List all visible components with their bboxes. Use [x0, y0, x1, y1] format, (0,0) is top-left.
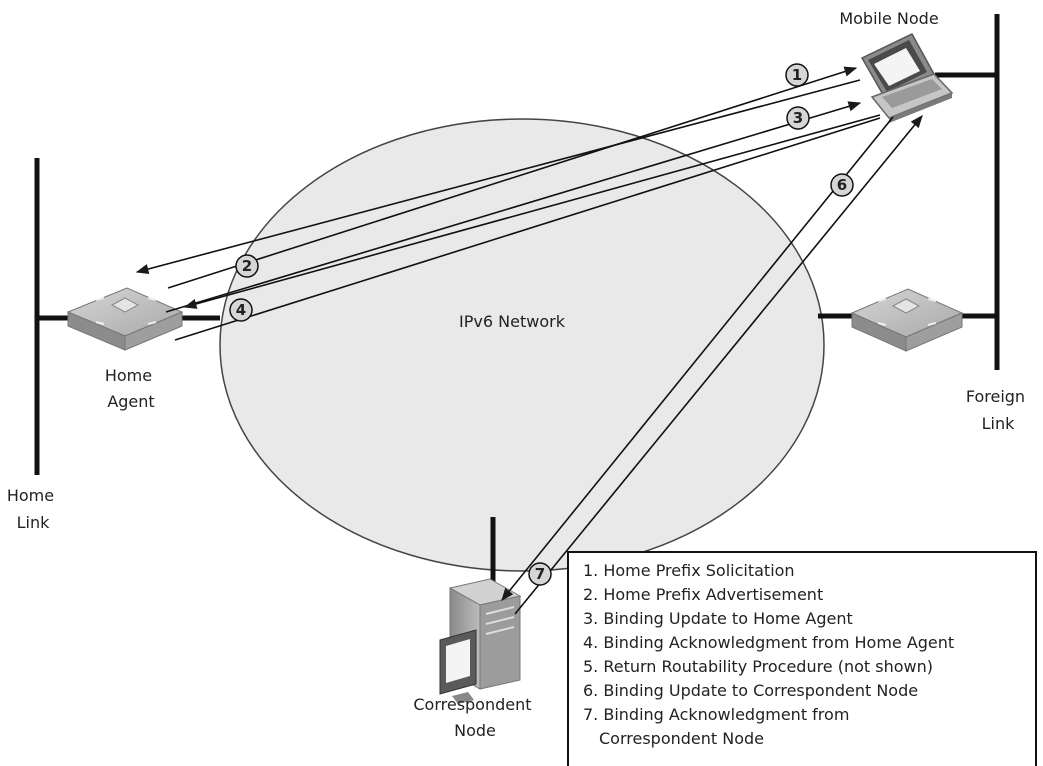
message-arrow-7 [501, 116, 894, 601]
step-badge-1: 1 [785, 63, 809, 87]
message-arrow-4b [174, 117, 881, 341]
message-arrow-4 [183, 114, 881, 309]
step-badge-7: 7 [528, 562, 552, 586]
legend-item-7: 7. Binding Acknowledgment from [583, 705, 849, 724]
svg-text:1: 1 [792, 66, 802, 84]
home-agent-router-icon [66, 287, 184, 351]
svg-text:6: 6 [837, 176, 847, 194]
svg-text:3: 3 [793, 109, 803, 127]
correspondent-server-icon [439, 578, 522, 704]
step-badge-6: 6 [830, 173, 854, 197]
home-link-label: Home Link [7, 486, 59, 532]
legend: 1. Home Prefix Solicitation 2. Home Pref… [567, 551, 1037, 766]
step-badge-3: 3 [786, 106, 810, 130]
legend-item-4: 4. Binding Acknowledgment from Home Agen… [583, 633, 954, 652]
legend-item-2: 2. Home Prefix Advertisement [583, 585, 823, 604]
svg-text:2: 2 [242, 257, 252, 275]
message-arrow-2 [135, 79, 861, 274]
svg-text:7: 7 [535, 565, 545, 583]
legend-item-3: 3. Binding Update to Home Agent [583, 609, 853, 628]
foreign-link-label: Foreign Link [966, 387, 1030, 433]
step-badge-2: 2 [235, 254, 259, 278]
svg-text:4: 4 [236, 301, 246, 319]
mobile-node-laptop-icon [860, 33, 954, 123]
step-badge-4: 4 [229, 298, 253, 322]
foreign-router-icon [850, 288, 964, 352]
legend-item-7-cont: Correspondent Node [599, 729, 764, 748]
message-arrow-1 [167, 66, 858, 289]
message-arrow-6 [514, 115, 923, 615]
home-agent-label: Home Agent [105, 366, 157, 411]
message-arrow-3 [165, 101, 862, 313]
correspondent-node-label: Correspondent Node [413, 695, 536, 740]
legend-item-6: 6. Binding Update to Correspondent Node [583, 681, 918, 700]
legend-item-1: 1. Home Prefix Solicitation [583, 561, 795, 580]
ipv6-network-cloud [219, 118, 825, 572]
ipv6-network-label: IPv6 Network [459, 312, 566, 331]
mobile-node-label: Mobile Node [839, 9, 938, 28]
legend-item-5: 5. Return Routability Procedure (not sho… [583, 657, 933, 676]
